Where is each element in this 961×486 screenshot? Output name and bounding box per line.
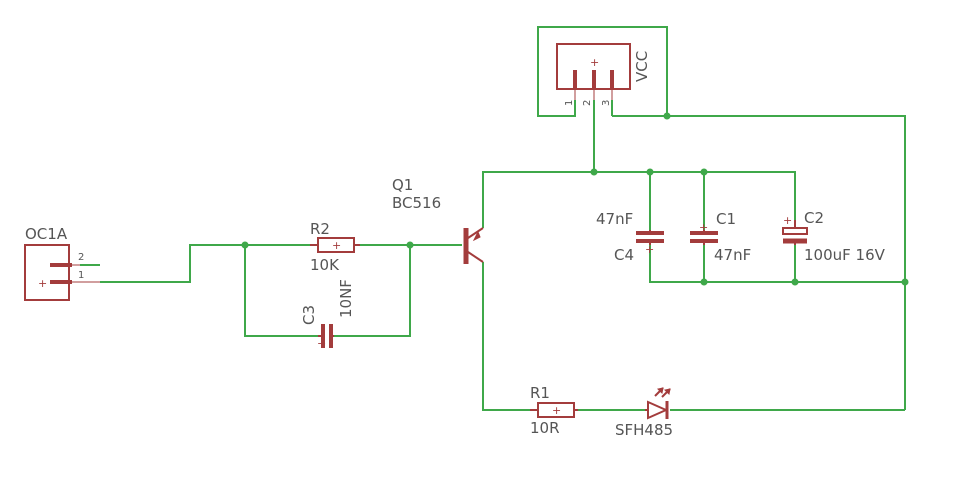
r2-name: R2	[310, 220, 330, 238]
c3-plus-sign: +	[317, 337, 326, 350]
junction-right	[406, 241, 414, 249]
oc1a-plus-sign: +	[38, 277, 47, 290]
c4-plus-sign: +	[645, 243, 654, 256]
junction-vcc-rail	[590, 168, 598, 176]
r1-value: 10R	[530, 419, 560, 437]
junctions	[241, 112, 909, 286]
q1-emitter	[467, 227, 484, 239]
junction-c1-bottom	[700, 278, 708, 286]
c4-value: 47nF	[596, 210, 633, 228]
junction-c4-top	[646, 168, 654, 176]
resistor-r2: + R2 10K	[310, 220, 360, 274]
c2-plus-sign: +	[783, 214, 792, 227]
transistor-q1: Q1 BC516	[392, 176, 484, 264]
q1-collector	[467, 251, 484, 263]
junction-c1-top	[700, 168, 708, 176]
junction-left	[241, 241, 249, 249]
vcc-pin3-label: 3	[601, 100, 612, 106]
resistor-r1: + R1 10R	[530, 384, 578, 437]
c1-name: C1	[716, 210, 736, 228]
wire-cap-bottom-rail	[649, 245, 905, 283]
oc1a-body	[24, 244, 70, 301]
junction-vcc-frame	[663, 112, 671, 120]
c4-name: C4	[614, 246, 634, 264]
led-sfh485: SFH485	[615, 387, 673, 439]
connector-oc1a: + OC1A 2 1	[24, 225, 100, 301]
c2-name: C2	[804, 209, 824, 227]
led-ray-1-arrow	[656, 387, 664, 395]
led-ray-2-arrow	[663, 388, 671, 396]
led-triangle	[647, 400, 669, 420]
oc1a-label: OC1A	[25, 225, 68, 243]
oc1a-pin1-label: 1	[78, 270, 84, 281]
c1-value: 47nF	[714, 246, 751, 264]
vcc-pin2-label: 2	[582, 100, 593, 106]
r1-plus-sign: +	[552, 404, 561, 417]
junction-right-rail	[901, 278, 909, 286]
wire-emitter-rail	[482, 171, 796, 228]
wire-oc1a-input	[100, 244, 245, 283]
oc1a-pin2-label: 2	[78, 252, 84, 263]
connector-vcc: + VCC 1 2 3	[556, 43, 651, 106]
c3-value: 10NF	[337, 279, 355, 318]
led-name: SFH485	[615, 421, 673, 439]
vcc-plus-sign: +	[590, 56, 599, 69]
r2-plus-sign: +	[332, 239, 341, 252]
q1-value: BC516	[392, 194, 441, 212]
wires	[80, 26, 906, 411]
capacitor-c4: + 47nF C4	[596, 210, 664, 264]
vcc-label: VCC	[633, 51, 651, 82]
c2-value: 100uF 16V	[804, 246, 886, 264]
c1-plus-sign: +	[699, 221, 708, 234]
r1-name: R1	[530, 384, 550, 402]
capacitor-c1: + C1 47nF	[690, 210, 751, 264]
q1-name: Q1	[392, 176, 413, 194]
capacitor-c2: + C2 100uF 16V	[782, 209, 886, 264]
c2-plate-top	[782, 227, 808, 235]
q1-emitter-arrow	[472, 230, 481, 242]
wire-c3-left	[244, 245, 318, 337]
c3-name: C3	[300, 305, 318, 325]
vcc-pin1-label: 1	[564, 100, 575, 106]
r2-value: 10K	[310, 256, 340, 274]
capacitor-c3: + C3 10NF	[300, 279, 355, 350]
wire-c3-right	[334, 245, 411, 337]
wire-collector-loop	[482, 262, 530, 411]
junction-c2-bottom	[791, 278, 799, 286]
wire-vcc-frame	[537, 26, 906, 410]
